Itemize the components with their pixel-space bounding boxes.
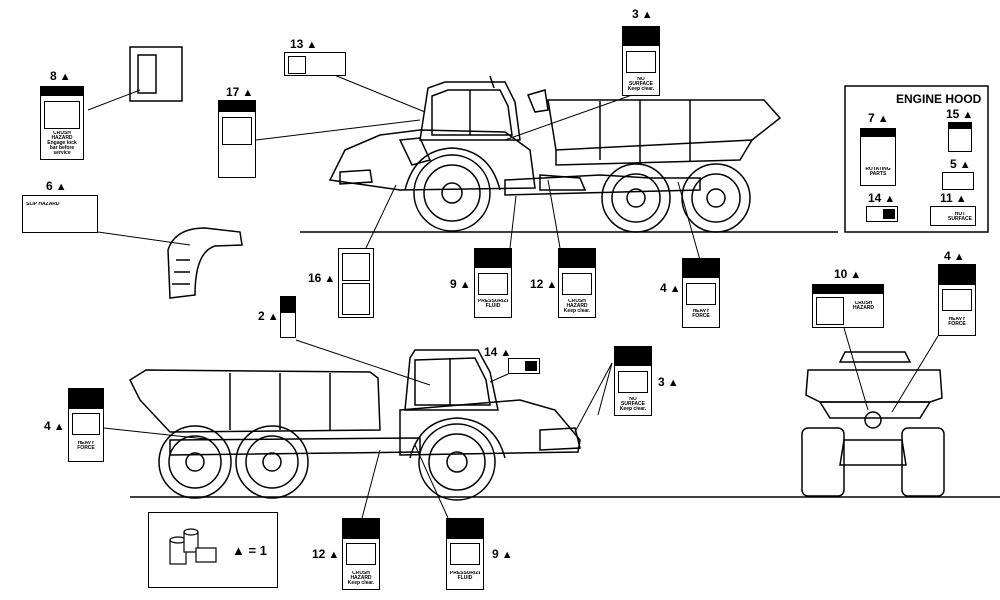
callout-7: 7▲ xyxy=(868,111,889,125)
articulated-hauler-side-view-top xyxy=(328,75,782,233)
decal-10-text: CRUSH HAZARD xyxy=(852,301,875,311)
decal-4-rear-text: HEAVY FORCE xyxy=(948,317,966,327)
legend-box xyxy=(148,512,278,588)
decal-14-mid xyxy=(508,358,540,374)
decal-7: ROTATING PARTS xyxy=(860,128,896,186)
callout-14-mid: 14▲ xyxy=(484,345,512,359)
callout-2: 2▲ xyxy=(258,309,279,323)
decal-11-text: HOT SURFACE xyxy=(948,212,972,222)
callout-8: 8▲ xyxy=(50,69,71,83)
decal-14-hood xyxy=(866,206,898,222)
callout-17: 17▲ xyxy=(226,85,254,99)
decal-8-text: CRUSH HAZARD Engage lock bar before serv… xyxy=(47,131,77,156)
hauler-rear-view xyxy=(801,351,945,497)
decal-6-text: SLIP HAZARD xyxy=(26,202,60,207)
decal-9-mid: PRESSURIZED FLUID xyxy=(474,248,512,318)
decal-12-mid: CRUSH HAZARD Keep clear. xyxy=(558,248,596,318)
decal-8: CRUSH HAZARD Engage lock bar before serv… xyxy=(40,86,84,160)
decal-12-mid-text: CRUSH HAZARD Keep clear. xyxy=(563,299,591,314)
decal-3-low-text: NO SURFACE Keep clear. xyxy=(619,397,647,412)
decal-4-left: HEAVY FORCE xyxy=(68,388,104,462)
callout-9-mid: 9▲ xyxy=(450,277,471,291)
callout-4-mid: 4▲ xyxy=(660,281,681,295)
decal-9-mid-text: PRESSURIZED FLUID xyxy=(477,299,508,309)
fender-detail xyxy=(167,227,243,299)
legend-equation: ▲ = 1 xyxy=(232,543,267,558)
decal-13 xyxy=(284,52,346,76)
decal-10: CRUSH HAZARD xyxy=(812,284,884,328)
decal-4-mid-text: HEAVY FORCE xyxy=(692,309,710,319)
decal-3-top-text: NO SURFACE Keep clear. xyxy=(627,77,655,92)
decal-9-low: PRESSURIZED FLUID xyxy=(446,518,484,590)
decal-2 xyxy=(280,296,296,338)
decal-3-top: NO SURFACE Keep clear. xyxy=(622,26,660,96)
decal-11: HOT SURFACE xyxy=(930,206,976,226)
callout-12-low: 12▲ xyxy=(312,547,340,561)
callout-16: 16▲ xyxy=(308,271,336,285)
callout-10: 10▲ xyxy=(834,267,862,281)
articulated-hauler-side-view-bottom xyxy=(129,349,581,501)
decal-4-mid: HEAVY FORCE xyxy=(682,258,720,328)
legend-decal-stack-icon xyxy=(169,528,217,565)
callout-15: 15▲ xyxy=(946,107,974,121)
decal-12-low: CRUSH HAZARD Keep clear. xyxy=(342,518,380,590)
callout-6: 6▲ xyxy=(46,179,67,193)
decal-9-low-text: PRESSURIZED FLUID xyxy=(449,571,480,581)
callout-3-low: 3▲ xyxy=(658,375,679,389)
callout-4-rear: 4▲ xyxy=(944,249,965,263)
callout-12-mid: 12▲ xyxy=(530,277,558,291)
callout-4-left: 4▲ xyxy=(44,419,65,433)
callout-3-top: 3▲ xyxy=(632,7,653,21)
decal-16 xyxy=(338,248,374,318)
callout-9-low: 9▲ xyxy=(492,547,513,561)
decal-7-text: ROTATING PARTS xyxy=(865,167,891,177)
decal-4-left-text: HEAVY FORCE xyxy=(77,441,95,451)
decal-17 xyxy=(218,100,256,178)
callout-11: 11▲ xyxy=(940,191,967,205)
callout-13: 13▲ xyxy=(290,37,318,51)
decal-4-rear: HEAVY FORCE xyxy=(938,264,976,336)
decal-5 xyxy=(942,172,974,190)
engine-hood-title: ENGINE HOOD xyxy=(896,92,982,106)
decal-15 xyxy=(948,122,972,152)
engine-hood-panel xyxy=(844,85,989,233)
decal-3-low: NO SURFACE Keep clear. xyxy=(614,346,652,416)
callout-14-hood: 14▲ xyxy=(868,191,896,205)
decal-6: SLIP HAZARD xyxy=(22,195,98,233)
latch-detail xyxy=(129,46,183,102)
callout-5: 5▲ xyxy=(950,157,971,171)
decal-12-low-text: CRUSH HAZARD Keep clear. xyxy=(347,571,375,586)
